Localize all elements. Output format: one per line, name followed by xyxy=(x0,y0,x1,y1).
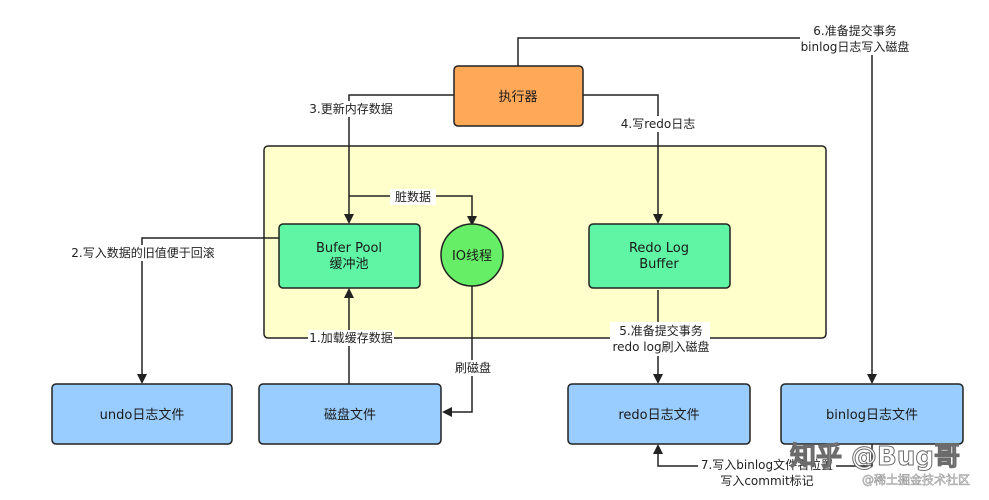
edge-step2 xyxy=(137,237,279,384)
buffer-pool-box xyxy=(278,223,421,289)
edge-label-step6-2: binlog日志写入磁盘 xyxy=(801,39,910,54)
edge-label-step2: 2.写入数据的旧值便于回滚 xyxy=(71,245,214,260)
buffer-pool-label-cn: 缓冲池 xyxy=(329,257,368,272)
buffer-pool-label-en: Bufer Pool xyxy=(316,241,382,256)
edge-flush xyxy=(442,286,473,417)
redo-file-box xyxy=(567,383,751,445)
undo-file-box xyxy=(51,383,233,445)
edge-label-step5-1: 5.准备提交事务 xyxy=(619,323,702,338)
edge-label-dirty: 脏数据 xyxy=(395,189,431,204)
edge-step4 xyxy=(583,94,663,224)
redo-file-label: redo日志文件 xyxy=(618,408,699,423)
io-thread-label: IO线程 xyxy=(452,249,492,264)
executor-label: 执行器 xyxy=(498,90,537,105)
redo-log-buffer-label-1: Redo Log xyxy=(629,241,689,256)
edge-label-flush: 刷磁盘 xyxy=(455,360,491,375)
watermark-main: 知乎 @Bug哥 xyxy=(790,442,960,472)
edge-step3 xyxy=(344,94,454,224)
redo-log-buffer-box xyxy=(588,223,731,289)
executor-box xyxy=(453,65,584,127)
edge-label-step7-1: 7.写入binlog文件名位置 xyxy=(701,457,833,472)
edge-label-step6-1: 6.准备提交事务 xyxy=(813,23,896,38)
edge-label-step4: 4.写redo日志 xyxy=(621,117,695,131)
disk-file-label: 磁盘文件 xyxy=(324,407,376,423)
redo-log-buffer-label-2: Buffer xyxy=(639,257,679,272)
undo-file-label: undo日志文件 xyxy=(100,408,185,423)
edge-label-step1: 1.加载缓存数据 xyxy=(309,330,392,345)
watermark-sub: @稀土掘金技术社区 xyxy=(862,472,970,487)
edge-label-step3: 3.更新内存数据 xyxy=(309,101,392,116)
binlog-file-box xyxy=(780,383,964,445)
disk-file-box xyxy=(258,383,442,445)
edge-label-step7-2: 写入commit标记 xyxy=(720,474,813,488)
binlog-file-label: binlog日志文件 xyxy=(826,408,918,423)
io-thread-node xyxy=(440,223,504,287)
edge-step6 xyxy=(517,37,877,384)
edge-label-step5-2: redo log刷入磁盘 xyxy=(612,339,709,354)
